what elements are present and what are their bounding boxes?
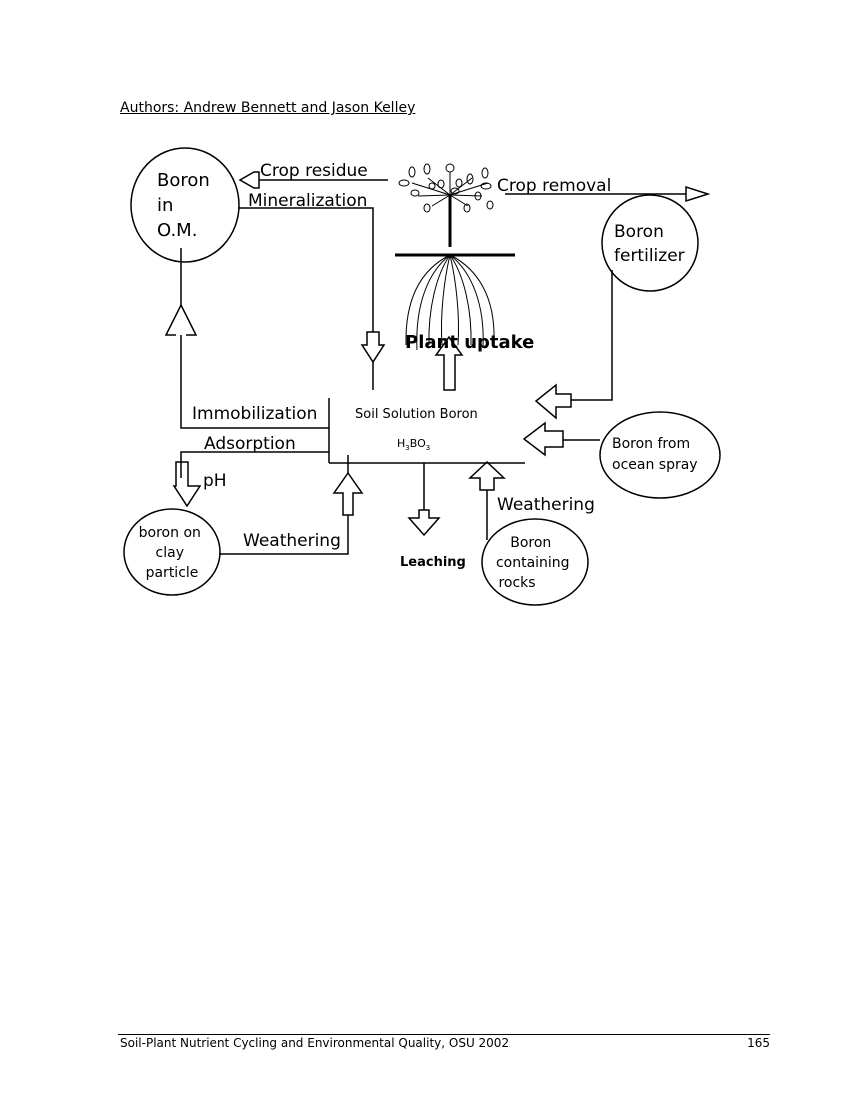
fertilizer-arrow — [536, 385, 571, 418]
rocks-pool-label: Boron containing rocks — [496, 535, 574, 591]
plant-uptake-label: Plant uptake — [405, 332, 534, 353]
ocean-spray-pool-label: Boron from ocean spray — [612, 436, 698, 473]
fertilizer-pool-ellipse — [602, 195, 698, 291]
om-pool-label: Boron in O.M. — [157, 170, 216, 241]
footer-title: Soil-Plant Nutrient Cycling and Environm… — [120, 1036, 509, 1050]
soil-solution-label: Soil Solution Boron — [355, 407, 478, 422]
crop-removal-arrow — [686, 187, 708, 201]
crop-residue-label: Crop residue — [260, 161, 368, 181]
footer-rule — [118, 1034, 770, 1035]
om-pool-ellipse — [131, 148, 239, 262]
weathering-clay-arrow — [334, 473, 362, 515]
plant-head — [399, 164, 493, 212]
mineralization-line — [238, 208, 373, 332]
adsorption-arrow — [174, 462, 200, 506]
ocean-spray-pool-ellipse — [600, 412, 720, 498]
fertilizer-line — [571, 270, 612, 400]
boric-acid-formula: H3BO3 — [397, 437, 430, 452]
crop-residue-arrow — [240, 172, 259, 188]
ocean-spray-arrow — [524, 423, 563, 455]
weathering-rocks-label: Weathering — [497, 495, 595, 515]
page-number: 165 — [747, 1036, 770, 1050]
boron-cycle-diagram: Boron in O.M. Boron fertilizer Boron fro… — [0, 0, 850, 700]
crop-removal-label: Crop removal — [497, 176, 611, 196]
immobilization-arrow — [166, 305, 196, 335]
mineralization-arrow — [362, 332, 384, 362]
weathering-rocks-arrow — [470, 462, 504, 490]
ph-label: pH — [203, 471, 227, 491]
immobilization-label: Immobilization — [192, 404, 317, 424]
mineralization-label: Mineralization — [248, 191, 367, 211]
clay-pool-label: boron on clay particle — [139, 525, 206, 581]
leaching-arrow — [409, 510, 439, 535]
weathering-clay-label: Weathering — [243, 531, 341, 551]
leaching-label: Leaching — [400, 555, 466, 570]
adsorption-label: Adsorption — [204, 434, 296, 454]
fertilizer-pool-label: Boron fertilizer — [614, 222, 685, 266]
